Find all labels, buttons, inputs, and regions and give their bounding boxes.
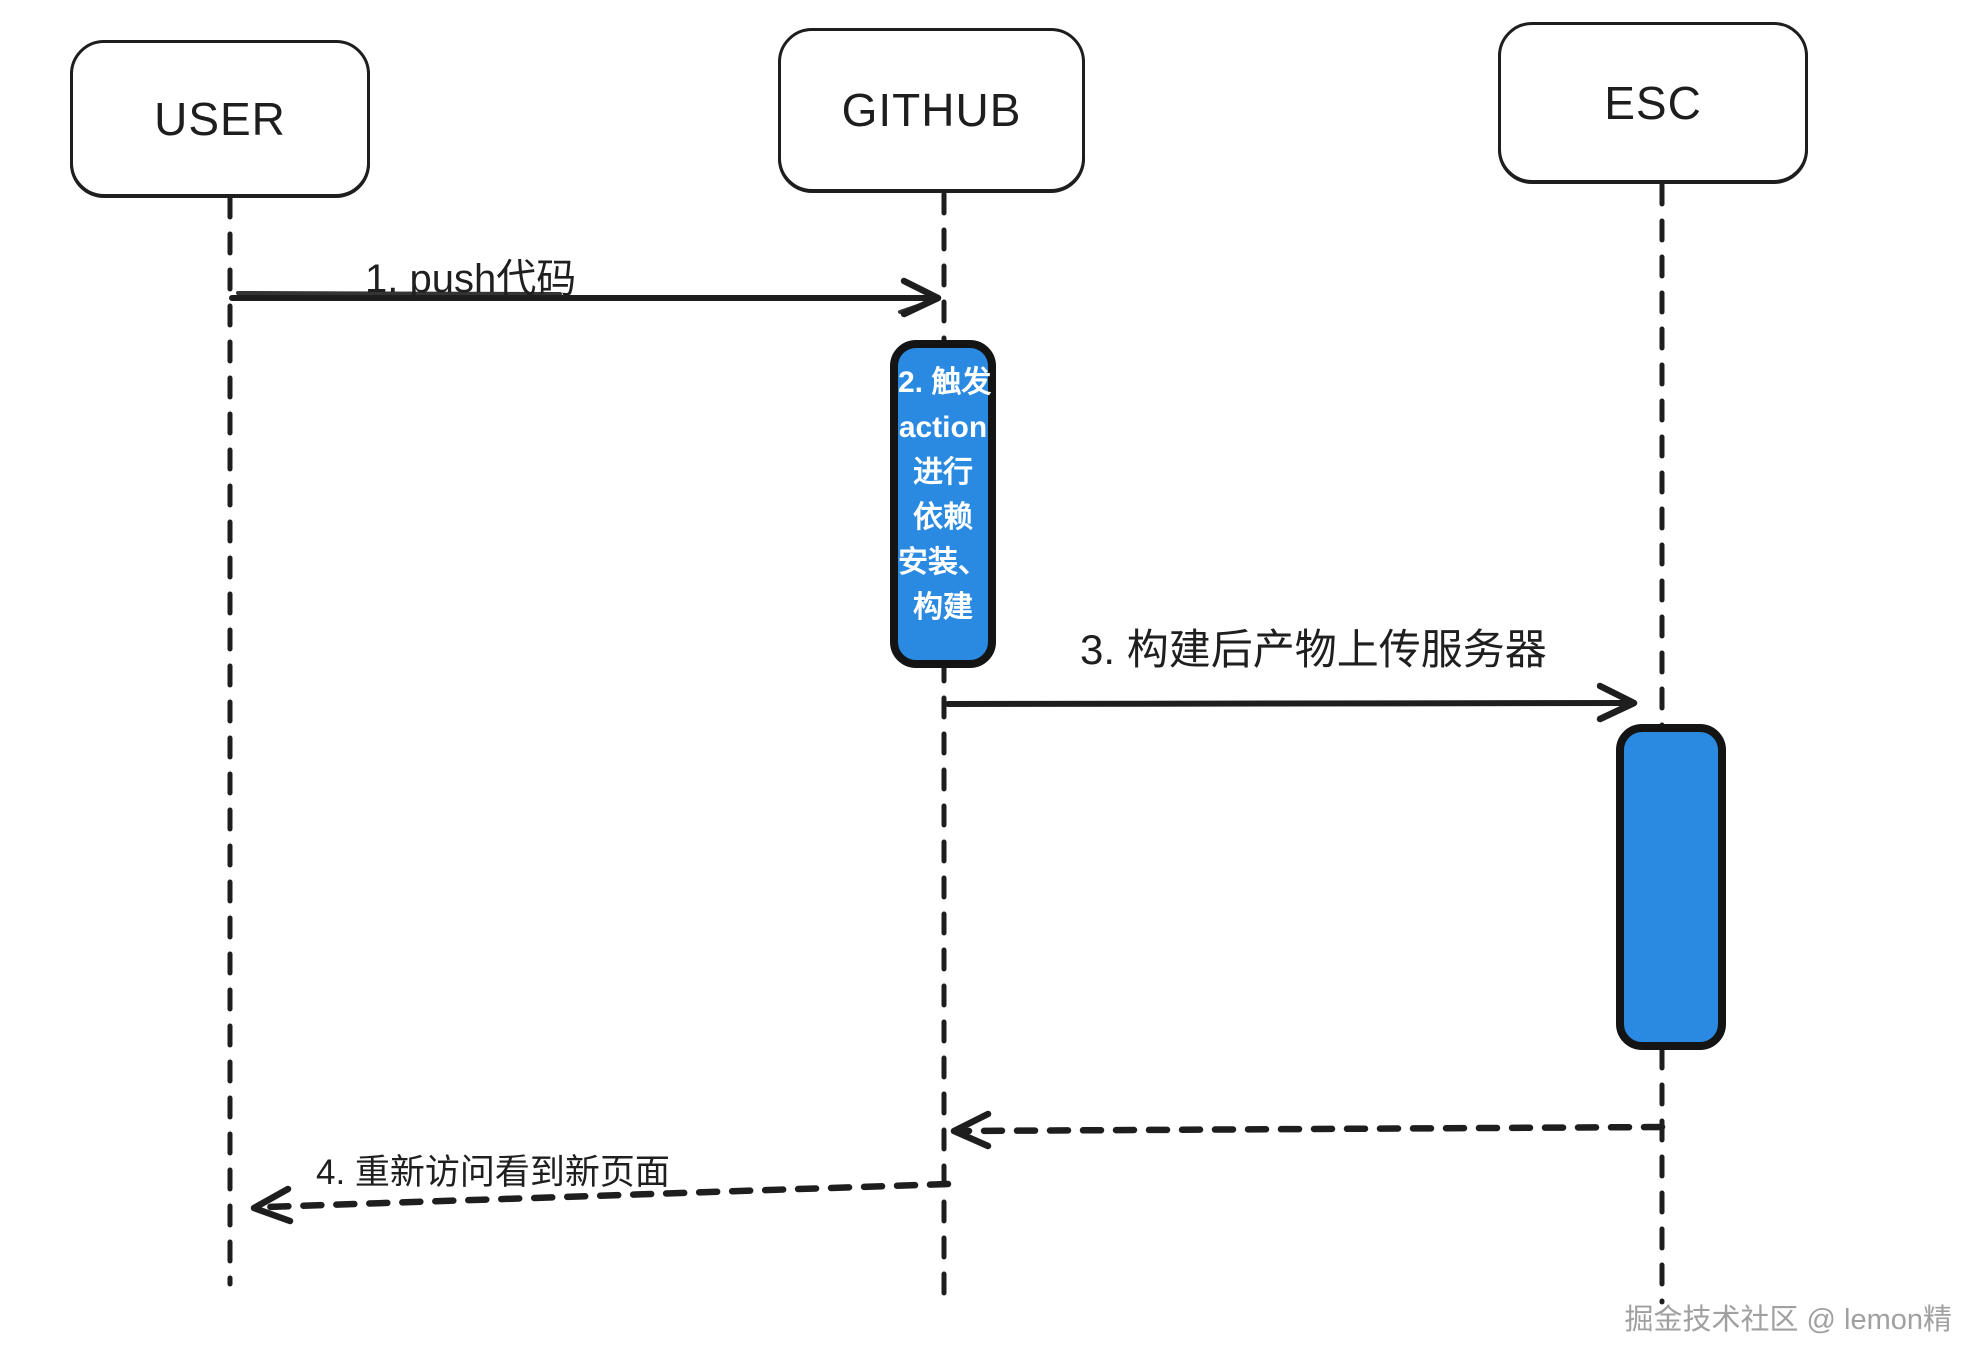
activation-github: 2. 触发 action 进行 依赖 安装、 构建 — [890, 340, 996, 668]
activation-note-text: 2. 触发 action 进行 依赖 安装、 构建 — [898, 348, 992, 630]
actor-label-user: USER — [154, 92, 286, 145]
message-1-label: 1. push代码 — [365, 257, 577, 301]
note-line: 依赖 — [913, 501, 973, 534]
message-1-arrowhead-flick — [898, 299, 934, 314]
message-4-label: 4. 重新访问看到新页面 — [316, 1153, 670, 1192]
actor-box-github: GITHUB — [778, 28, 1085, 192]
note-line: 安装、 — [898, 546, 988, 579]
note-line: action — [898, 411, 988, 444]
watermark-text: 掘金技术社区 @ lemon精 — [1624, 1304, 1952, 1336]
return-message-line — [958, 1123, 1666, 1135]
note-line: 进行 — [913, 456, 973, 489]
activation-esc — [1616, 724, 1726, 1050]
message-3-label: 3. 构建后产物上传服务器 — [1080, 626, 1547, 673]
message-4-arrowhead-icon — [250, 1185, 294, 1225]
message-3-line — [945, 700, 1631, 707]
note-line: 构建 — [913, 591, 973, 624]
actor-box-user: USER — [70, 40, 370, 197]
return-message-arrowhead-icon — [950, 1110, 992, 1150]
message-4-line — [262, 1180, 952, 1211]
message-3-arrowhead-icon — [1596, 682, 1638, 723]
actor-label-esc: ESC — [1604, 76, 1702, 129]
actor-box-esc: ESC — [1498, 22, 1808, 183]
message-1-sketch-stroke — [236, 291, 562, 296]
note-line: 2. 触发 — [898, 366, 992, 399]
actor-label-github: GITHUB — [841, 84, 1022, 136]
